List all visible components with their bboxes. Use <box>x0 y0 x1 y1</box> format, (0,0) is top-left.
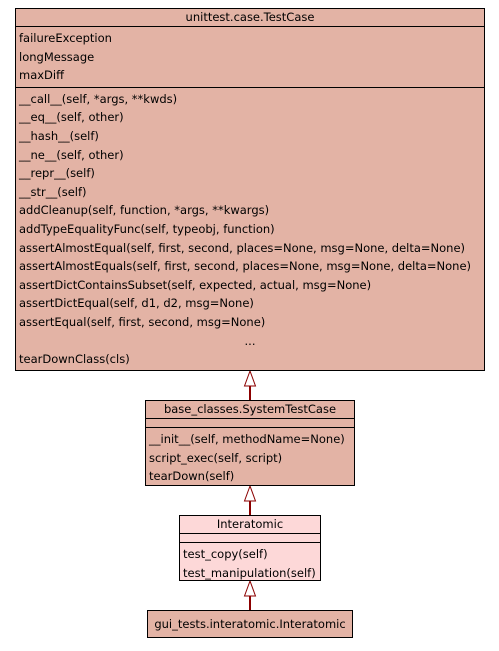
attributes-section <box>146 419 354 428</box>
class-title: base_classes.SystemTestCase <box>146 401 354 419</box>
method: assertAlmostEquals(self, first, second, … <box>19 259 472 274</box>
attribute: failureException <box>19 31 112 45</box>
method: addTypeEqualityFunc(self, typeobj, funct… <box>19 221 275 236</box>
methods-section: test_copy(self) test_manipulation(self) <box>180 543 320 584</box>
class-title: unittest.case.TestCase <box>16 9 484 27</box>
attributes-section <box>180 534 320 543</box>
method: addCleanup(self, function, *args, **kwar… <box>19 203 270 218</box>
class-gui-tests-interatomic[interactable]: gui_tests.interatomic.Interatomic <box>147 610 353 638</box>
attributes-section: failureException longMessage maxDiff <box>16 27 484 88</box>
method: __str__(self) <box>19 184 87 199</box>
method: tearDownClass(cls) <box>19 352 130 367</box>
method: assertDictEqual(self, d1, d2, msg=None) <box>19 296 254 311</box>
methods-section: __init__(self, methodName=None) script_e… <box>146 428 354 488</box>
method: assertEqual(self, first, second, msg=Non… <box>19 314 266 329</box>
method: test_copy(self) <box>183 547 268 561</box>
method: assertDictContainsSubset(self, expected,… <box>19 277 372 292</box>
method: __init__(self, methodName=None) <box>149 432 345 446</box>
class-interatomic: Interatomic test_copy(self) test_manipul… <box>179 515 321 581</box>
class-base-classes-systemtestcase: base_classes.SystemTestCase __init__(sel… <box>145 400 355 486</box>
methods-section: __call__(self, *args, **kwds) __eq__(sel… <box>16 88 484 371</box>
method: __repr__(self) <box>19 166 95 181</box>
arrowhead-systemtestcase <box>243 484 257 502</box>
attribute: longMessage <box>19 49 95 64</box>
method: __ne__(self, other) <box>19 147 124 162</box>
class-unittest-testcase: unittest.case.TestCase failureException … <box>15 8 485 371</box>
method: __call__(self, *args, **kwds) <box>19 91 178 106</box>
class-title: gui_tests.interatomic.Interatomic <box>154 617 346 631</box>
ellipsis: ... <box>244 333 256 348</box>
method: test_manipulation(self) <box>183 565 316 580</box>
arrowhead-interatomic <box>243 579 257 597</box>
attribute: maxDiff <box>19 68 65 83</box>
method: script_exec(self, script) <box>149 450 283 465</box>
method: assertAlmostEqual(self, first, second, p… <box>19 240 466 255</box>
method: __hash__(self) <box>19 128 99 143</box>
class-title: Interatomic <box>180 516 320 534</box>
arrowhead-testcase <box>243 369 257 387</box>
method: tearDown(self) <box>149 469 235 484</box>
method: __eq__(self, other) <box>19 110 124 125</box>
